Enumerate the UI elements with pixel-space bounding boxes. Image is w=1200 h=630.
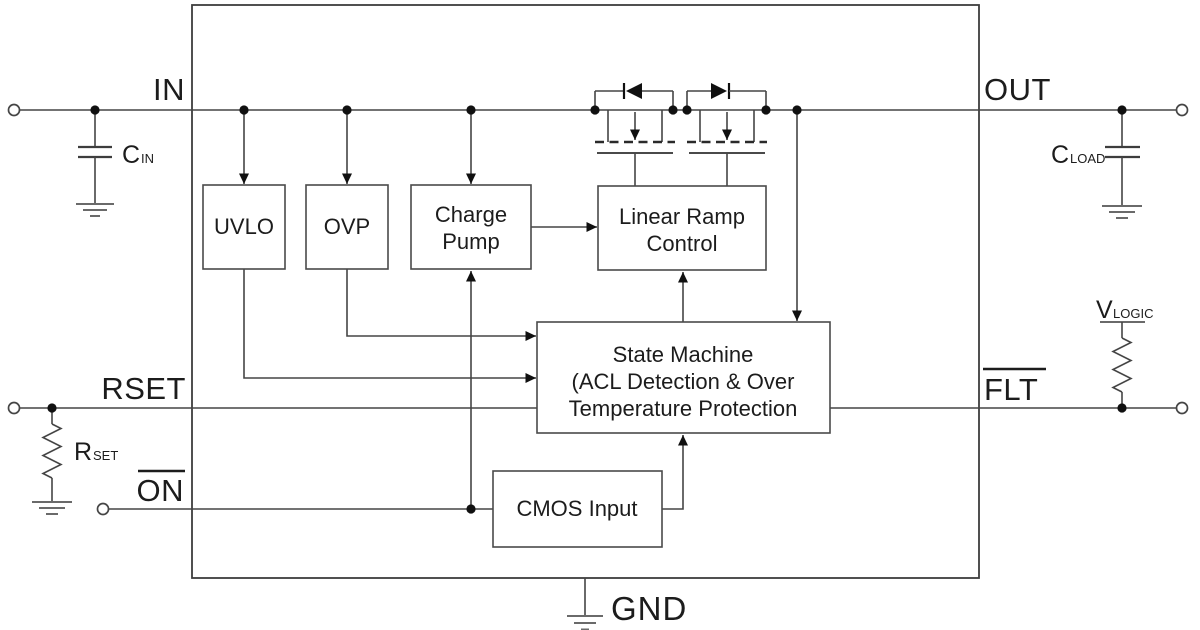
block-state-machine-label: State Machine (613, 342, 754, 367)
block-cmos-input: CMOS Input (492, 470, 663, 548)
block-uvlo: UVLO (202, 184, 286, 270)
ground-icon (567, 615, 603, 630)
resistor-vlogic (1100, 321, 1145, 408)
block-linear-ramp-label: Linear Ramp (619, 204, 745, 229)
block-state-machine-label: (ACL Detection & Over (572, 369, 795, 394)
block-ovp-label: OVP (324, 214, 370, 239)
rset-subscript: SET (93, 448, 118, 463)
junction-dot (1117, 403, 1127, 413)
pin-label-in: IN (153, 72, 185, 107)
ground-icon (76, 203, 114, 217)
mosfet-right (686, 83, 767, 186)
vlogic-subscript: LOGIC (1113, 306, 1153, 321)
capacitor-cin (78, 110, 112, 203)
cload-subscript: LOAD (1070, 151, 1105, 166)
label-cin: C IN (122, 141, 154, 169)
block-state-machine: State Machine (ACL Detection & Over Temp… (536, 321, 831, 434)
junction-dot (342, 105, 352, 115)
junction-dots (47, 105, 1127, 514)
block-uvlo-label: UVLO (214, 214, 274, 239)
junction-dot (90, 105, 100, 115)
junction-dot (466, 105, 476, 115)
cmos-to-state-machine-wire (662, 435, 688, 510)
terminal-flt (1175, 401, 1189, 415)
pin-label-gnd: GND (611, 590, 687, 627)
ovp-to-state-machine-wire (346, 269, 536, 341)
block-cmos-input-label: CMOS Input (516, 496, 637, 521)
junction-dot (668, 105, 678, 115)
label-cload: C LOAD (1051, 141, 1105, 169)
mosfet-left (594, 83, 675, 186)
label-rset: R SET (74, 438, 118, 466)
block-linear-ramp-label: Control (647, 231, 718, 256)
vlogic-symbol: V (1096, 296, 1113, 324)
junction-dot (1117, 105, 1127, 115)
block-charge-pump-label: Pump (442, 229, 499, 254)
junction-dot (761, 105, 771, 115)
junction-dot (47, 403, 57, 413)
pin-label-on: ON (137, 473, 185, 508)
block-charge-pump-label: Charge (435, 202, 507, 227)
resistor-rset (41, 408, 63, 501)
terminal-on (96, 502, 110, 516)
terminal-out (1175, 103, 1189, 117)
label-vlogic: V LOGIC (1096, 296, 1153, 324)
junction-dot (239, 105, 249, 115)
cin-subscript: IN (141, 151, 154, 166)
pin-label-flt: FLT (984, 372, 1038, 407)
capacitor-cload (1105, 110, 1140, 205)
ground-icon (1102, 205, 1142, 219)
pin-label-out: OUT (984, 72, 1051, 107)
cload-symbol: C (1051, 141, 1069, 169)
uvlo-to-state-machine-wire (243, 269, 536, 383)
block-state-machine-label: Temperature Protection (569, 396, 798, 421)
junction-dot (682, 105, 692, 115)
block-linear-ramp-control: Linear Ramp Control (597, 185, 767, 271)
junction-dot (792, 105, 802, 115)
junction-dot (590, 105, 600, 115)
terminal-rset (7, 401, 21, 415)
cin-symbol: C (122, 141, 140, 169)
ground-icon (32, 501, 72, 515)
rset-symbol: R (74, 438, 92, 466)
terminal-in (7, 103, 21, 117)
junction-dot (466, 504, 476, 514)
pin-label-rset: RSET (101, 371, 186, 406)
block-ovp: OVP (305, 184, 389, 270)
block-charge-pump: Charge Pump (410, 184, 532, 270)
